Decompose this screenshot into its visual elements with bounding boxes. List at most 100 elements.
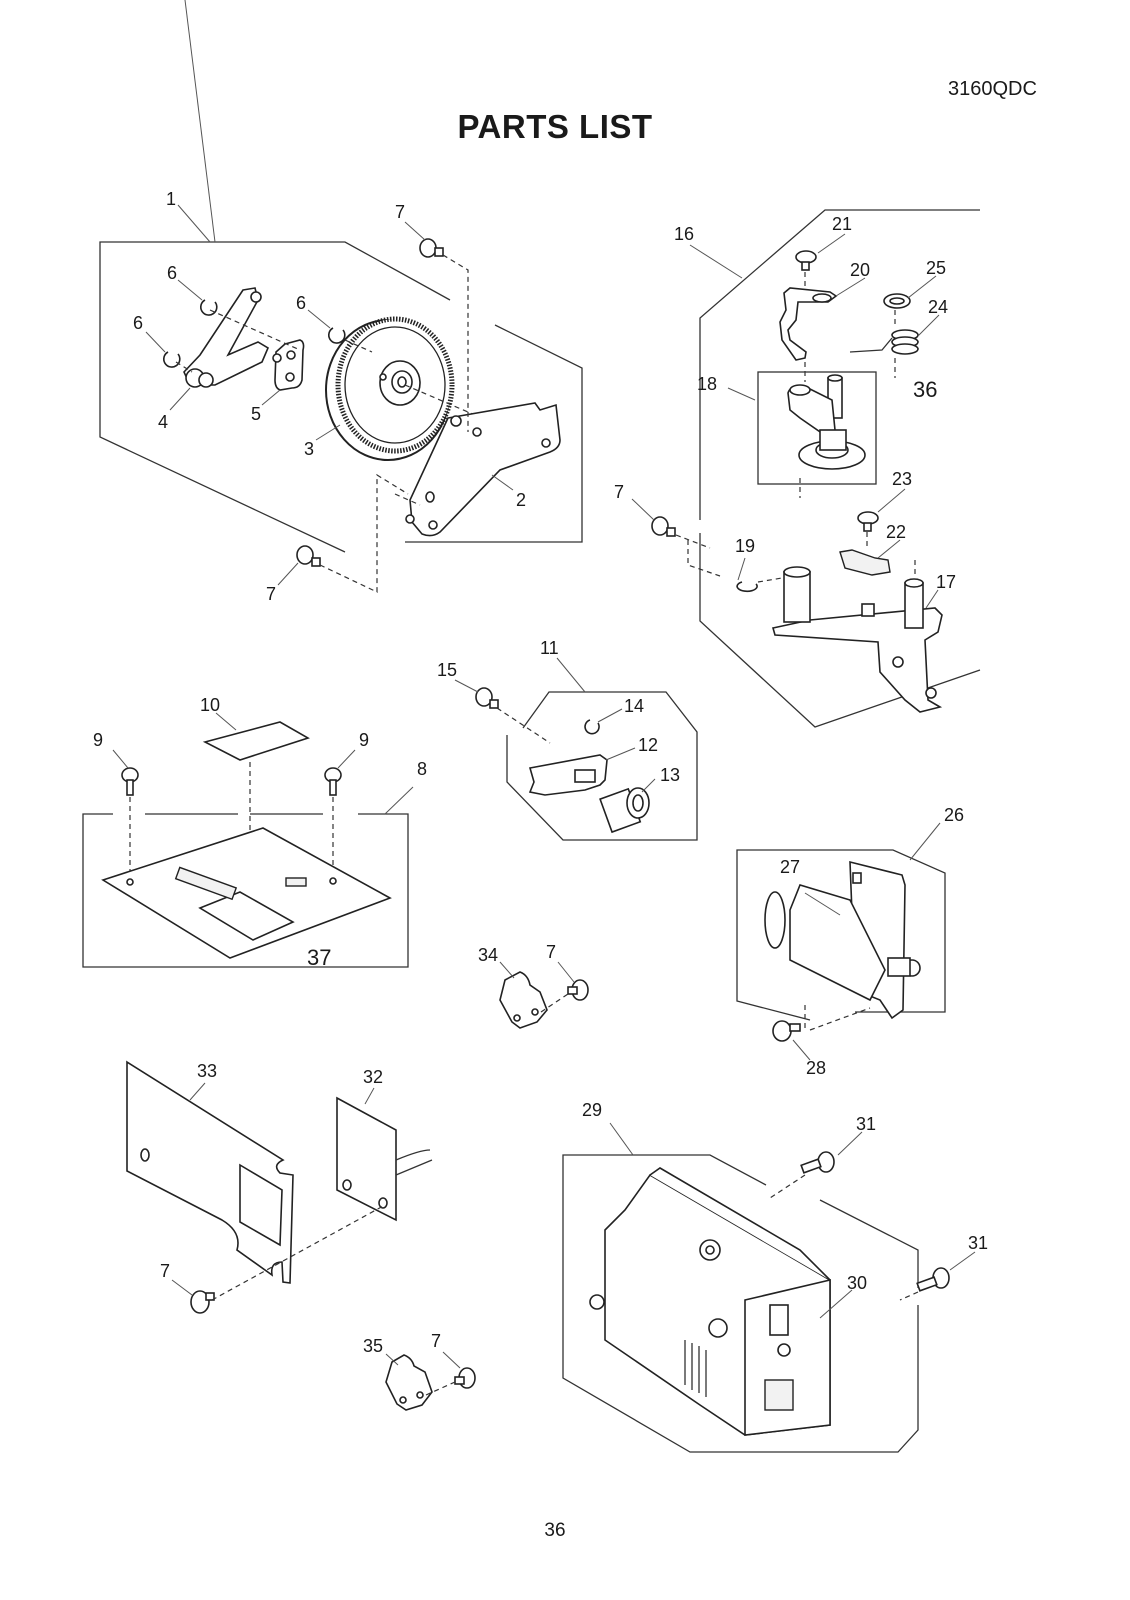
callout-33: 33 bbox=[197, 1061, 217, 1081]
e-ring-part bbox=[163, 351, 181, 368]
assembly-group-11 bbox=[454, 657, 698, 841]
callout-37: 37 bbox=[307, 945, 331, 970]
link-plate-part bbox=[272, 339, 305, 391]
callout-11: 11 bbox=[540, 638, 559, 658]
callout-18: 18 bbox=[697, 374, 717, 394]
callout-19: 19 bbox=[735, 536, 755, 556]
page-title: PARTS LIST bbox=[457, 108, 653, 145]
callout-6: 6 bbox=[296, 293, 306, 313]
callout-31: 31 bbox=[856, 1114, 876, 1134]
assembly-group-1 bbox=[99, 0, 583, 593]
callout-8: 8 bbox=[417, 759, 427, 779]
callout-7: 7 bbox=[546, 942, 556, 962]
screw-part bbox=[121, 767, 139, 796]
callout-2: 2 bbox=[516, 490, 526, 510]
assembly-group-16 bbox=[631, 209, 981, 728]
screw-part bbox=[772, 1020, 801, 1042]
power-supply-part bbox=[589, 1167, 831, 1436]
callout-6: 6 bbox=[133, 313, 143, 333]
assembly-group-26 bbox=[736, 822, 946, 1061]
spring-part bbox=[849, 329, 919, 355]
callout-7: 7 bbox=[614, 482, 624, 502]
model-code: 3160QDC bbox=[948, 78, 1037, 100]
group-frame bbox=[699, 209, 980, 520]
lever-arm-part bbox=[183, 287, 270, 388]
roller-part bbox=[599, 787, 650, 834]
callout-5: 5 bbox=[251, 404, 261, 424]
tension-disc-part bbox=[787, 374, 866, 470]
assembly-group-8 bbox=[82, 712, 414, 968]
callout-23: 23 bbox=[892, 469, 912, 489]
callout-17: 17 bbox=[936, 572, 956, 592]
callout-13: 13 bbox=[660, 765, 680, 785]
cover-plate-part bbox=[202, 721, 310, 761]
screw-part bbox=[190, 1290, 215, 1314]
group-frame bbox=[562, 1154, 919, 1453]
cord-clamp-part bbox=[385, 1354, 433, 1411]
callout-9: 9 bbox=[359, 730, 369, 750]
group-frame bbox=[82, 813, 409, 968]
screw-part bbox=[419, 238, 444, 258]
callout-29: 29 bbox=[582, 1100, 602, 1120]
cord-clamp-part bbox=[499, 971, 548, 1029]
e-ring-part bbox=[736, 581, 758, 593]
screw-part bbox=[857, 511, 879, 532]
screw-part bbox=[916, 1267, 950, 1292]
shield-plate-part bbox=[126, 1060, 294, 1284]
callout-20: 20 bbox=[850, 260, 870, 280]
callout-14: 14 bbox=[624, 696, 644, 716]
callout-28: 28 bbox=[806, 1058, 826, 1078]
gear-part bbox=[325, 316, 455, 461]
screw-part bbox=[454, 1367, 476, 1389]
e-ring-part bbox=[584, 719, 600, 735]
group-frame bbox=[736, 849, 946, 1021]
callout-30: 30 bbox=[847, 1273, 867, 1293]
callout-9: 9 bbox=[93, 730, 103, 750]
callout-25: 25 bbox=[926, 258, 946, 278]
callout-22: 22 bbox=[886, 522, 906, 542]
callout-7: 7 bbox=[395, 202, 405, 222]
bracket-part bbox=[405, 402, 561, 537]
callout-3: 3 bbox=[304, 439, 314, 459]
screw-part bbox=[324, 767, 342, 796]
screw-part bbox=[651, 516, 676, 537]
callout-12: 12 bbox=[638, 735, 658, 755]
screw-part bbox=[567, 979, 589, 1001]
callout-34: 34 bbox=[478, 945, 498, 965]
callout-26: 26 bbox=[944, 805, 964, 825]
circuit-board-part bbox=[336, 1096, 433, 1222]
callout-7: 7 bbox=[431, 1331, 441, 1351]
needle-plate-part bbox=[101, 827, 392, 959]
callout-16: 16 bbox=[674, 224, 694, 244]
e-ring-part bbox=[200, 299, 218, 316]
group-frame bbox=[506, 691, 698, 841]
callout-35: 35 bbox=[363, 1336, 383, 1356]
callout-24: 24 bbox=[928, 297, 948, 317]
page-number: 36 bbox=[544, 1520, 566, 1541]
callout-32: 32 bbox=[363, 1067, 383, 1087]
screw-part bbox=[475, 687, 499, 709]
e-ring-part bbox=[328, 327, 346, 344]
tension-bracket-part bbox=[779, 287, 838, 361]
callout-10: 10 bbox=[200, 695, 220, 715]
callout-4: 4 bbox=[158, 412, 168, 432]
presser-plate-part bbox=[528, 754, 608, 796]
callout-labels: 1 7 6 6 6 4 5 3 2 7 16 21 20 25 24 36 18… bbox=[93, 189, 988, 1356]
callout-7: 7 bbox=[160, 1261, 170, 1281]
motor-part bbox=[764, 860, 921, 1020]
callout-31: 31 bbox=[968, 1233, 988, 1253]
callout-7: 7 bbox=[266, 584, 276, 604]
sensor-part bbox=[839, 549, 891, 576]
assembly-group-29 bbox=[562, 1122, 976, 1453]
group-frame bbox=[699, 533, 981, 728]
callout-36: 36 bbox=[913, 377, 937, 402]
group-frame bbox=[405, 324, 583, 543]
screw-part bbox=[296, 545, 321, 567]
screw-part bbox=[795, 250, 817, 271]
callout-15: 15 bbox=[437, 660, 457, 680]
callout-6: 6 bbox=[167, 263, 177, 283]
callout-21: 21 bbox=[832, 214, 852, 234]
callout-27: 27 bbox=[780, 857, 800, 877]
base-plate-part bbox=[771, 566, 943, 713]
